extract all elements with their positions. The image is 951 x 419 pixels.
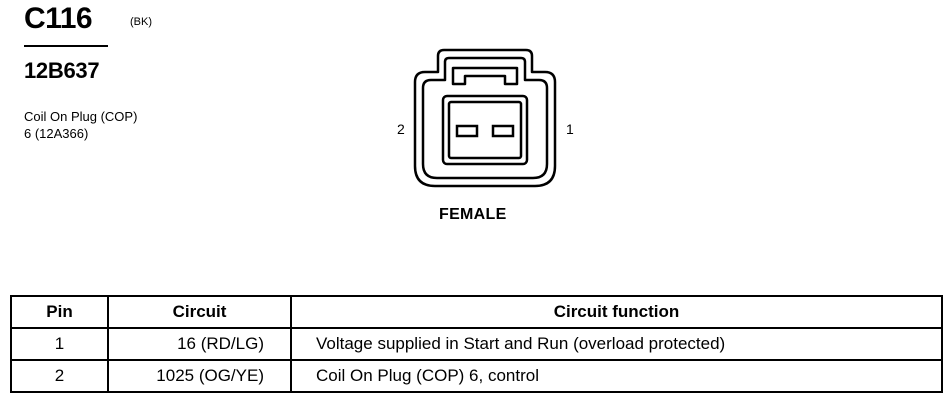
connector-id: C116 bbox=[24, 2, 93, 35]
description-line-2: 6 (12A366) bbox=[24, 126, 89, 141]
connector-color: (BK) bbox=[130, 16, 152, 28]
header-circuit: Circuit bbox=[107, 295, 292, 329]
terminal-pin-2 bbox=[455, 124, 479, 138]
table-row: 2 1025 (OG/YE) Coil On Plug (COP) 6, con… bbox=[10, 359, 943, 393]
pin-1-label: 1 bbox=[566, 121, 574, 137]
table-row: 1 16 (RD/LG) Voltage supplied in Start a… bbox=[10, 327, 943, 361]
pinout-table: Pin Circuit Circuit function 1 16 (RD/LG… bbox=[10, 295, 943, 393]
cell-circuit: 1025 (OG/YE) bbox=[107, 359, 292, 393]
terminal-pin-1 bbox=[491, 124, 515, 138]
cell-pin: 2 bbox=[10, 359, 109, 393]
cell-circuit-function: Voltage supplied in Start and Run (overl… bbox=[290, 327, 943, 361]
mating-cavity bbox=[441, 94, 529, 166]
pin-2-label: 2 bbox=[397, 121, 405, 137]
title-underline bbox=[24, 45, 108, 47]
mating-cavity-inner bbox=[447, 100, 523, 160]
latch-tab bbox=[451, 66, 519, 86]
header-circuit-function: Circuit function bbox=[290, 295, 943, 329]
cell-pin: 1 bbox=[10, 327, 109, 361]
cell-circuit-function: Coil On Plug (COP) 6, control bbox=[290, 359, 943, 393]
connector-gender-label: FEMALE bbox=[439, 206, 507, 223]
cell-circuit: 16 (RD/LG) bbox=[107, 327, 292, 361]
connector-face-diagram bbox=[413, 48, 557, 188]
connector-housing-inner bbox=[421, 56, 549, 180]
description-line-1: Coil On Plug (COP) bbox=[24, 109, 138, 124]
header-pin: Pin bbox=[10, 295, 109, 329]
part-number: 12B637 bbox=[24, 58, 100, 83]
connector-housing-outline bbox=[413, 48, 557, 188]
table-header-row: Pin Circuit Circuit function bbox=[10, 295, 943, 329]
